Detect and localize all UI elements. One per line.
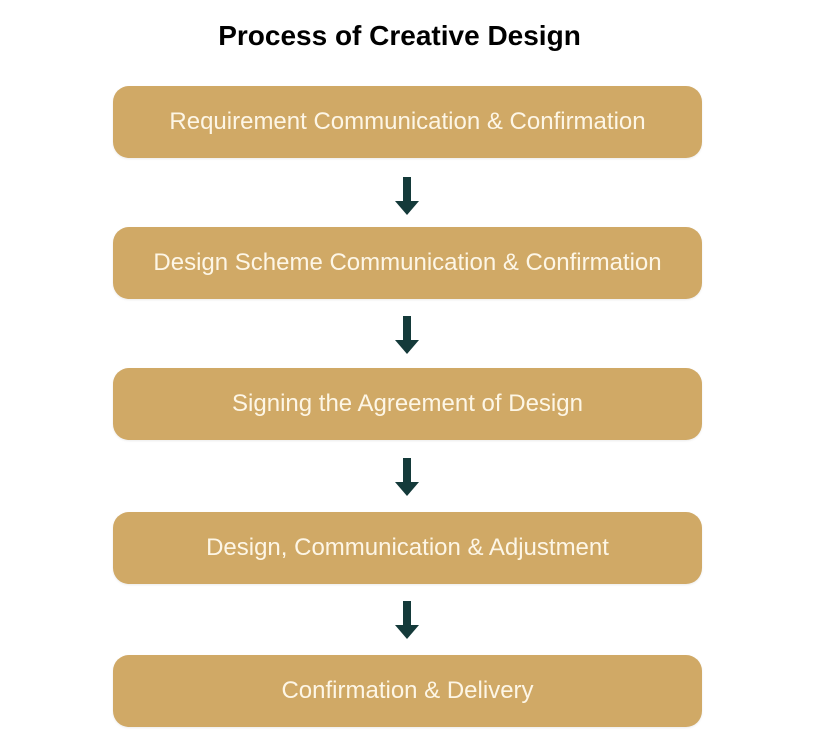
step-4: Design, Communication & Adjustment	[113, 512, 702, 584]
diagram-title: Process of Creative Design	[218, 20, 581, 51]
arrow-down-icon	[395, 316, 419, 354]
step-3: Signing the Agreement of Design	[113, 368, 702, 440]
step-2: Design Scheme Communication & Confirmati…	[113, 227, 702, 299]
arrow-down-icon	[395, 601, 419, 639]
step-1: Requirement Communication & Confirmation	[113, 86, 702, 158]
arrow-down-icon	[395, 177, 419, 215]
step-5: Confirmation & Delivery	[113, 655, 702, 727]
arrow-down-icon	[395, 458, 419, 496]
